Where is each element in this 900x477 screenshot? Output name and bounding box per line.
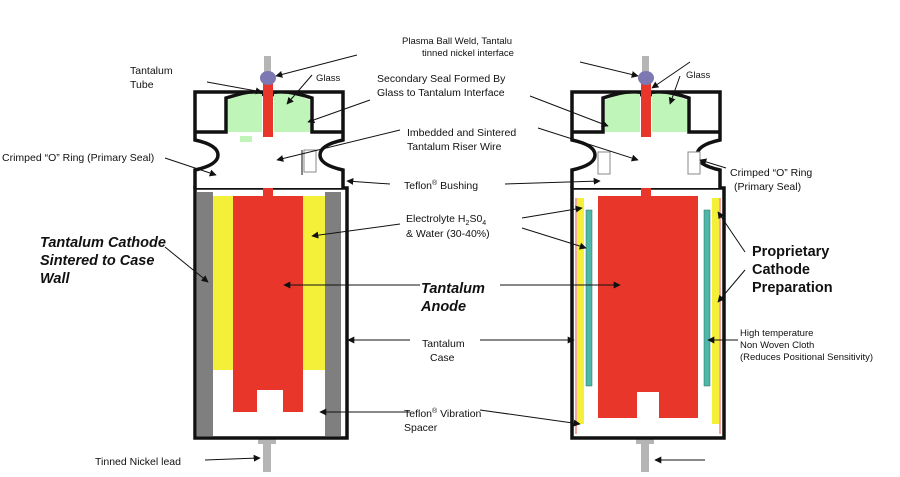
label-cloth-1: High temperature: [740, 328, 813, 339]
anode-right: [598, 196, 698, 418]
bushing-right-b: [687, 151, 701, 175]
lead-flange-left: [258, 437, 276, 444]
label-case-2: Case: [430, 352, 455, 364]
label-electrolyte-2: & Water (30-40%): [406, 228, 490, 240]
tantalum-tube-right: [641, 82, 651, 137]
label-anode-2: Anode: [420, 299, 466, 315]
weld-ball-right: [638, 71, 654, 85]
glass-right-b: [652, 93, 687, 132]
bushing-right-a: [597, 151, 611, 175]
cathode-layer-right-b: [712, 198, 720, 424]
nickel-lead-left: [263, 437, 271, 472]
bushing-left: [303, 149, 317, 173]
label-electrolyte-1: Electrolyte H2S04: [406, 213, 486, 227]
lead-flange-right: [636, 437, 654, 444]
label-crimped-right-2: (Primary Seal): [734, 181, 801, 193]
left-capacitor: [193, 56, 349, 472]
cathode-layer-right-a: [576, 198, 584, 424]
label-crimped-left: Crimped “O” Ring (Primary Seal): [2, 152, 154, 164]
case-wall-left-b: [325, 192, 341, 436]
label-proprietary-2: Cathode: [752, 262, 810, 278]
label-cloth-3: (Reduces Positional Sensitivity): [740, 352, 873, 363]
top-wire-right: [642, 56, 649, 86]
label-riser-wire-2: Tantalum Riser Wire: [407, 141, 502, 153]
right-capacitor: [570, 56, 726, 472]
top-wire-left: [264, 56, 271, 86]
label-plasma-weld-2: tinned nickel interface: [422, 48, 514, 59]
glass-left-b: [274, 93, 310, 132]
label-cathode-sintered-3: Wall: [40, 271, 71, 287]
label-plasma-weld-1: Plasma Ball Weld, Tantalu: [402, 36, 512, 47]
glass-right: [605, 93, 640, 132]
label-anode-1: Tantalum: [421, 281, 485, 297]
weld-ball-left: [260, 71, 276, 85]
labels: Plasma Ball Weld, Tantalu tinned nickel …: [2, 36, 873, 468]
anode-left: [233, 196, 303, 412]
cloth-right-a: [585, 209, 593, 387]
label-proprietary-3: Preparation: [752, 280, 833, 296]
label-cathode-sintered-1: Tantalum Cathode: [40, 235, 166, 251]
nickel-lead-right: [641, 437, 649, 472]
label-cathode-sintered-2: Sintered to Case: [40, 253, 154, 269]
cathode-pink-right-b: [719, 198, 721, 434]
label-riser-wire-1: Imbedded and Sintered: [407, 127, 516, 139]
label-tantalum-tube-1: Tantalum: [130, 65, 173, 77]
label-tantalum-tube-2: Tube: [130, 79, 154, 91]
label-nickel-lead: Tinned Nickel lead: [95, 456, 181, 468]
label-glass-left: Glass: [316, 73, 341, 84]
label-secondary-seal-2: Glass to Tantalum Interface: [377, 87, 505, 99]
label-spacer-1: Teflon® Vibration: [404, 407, 482, 420]
cloth-right-b: [703, 209, 711, 387]
label-cloth-2: Non Woven Cloth: [740, 340, 814, 351]
glass-plug-left: [240, 136, 252, 142]
label-secondary-seal-1: Secondary Seal Formed By: [377, 73, 506, 85]
case-wall-left-a: [197, 192, 213, 436]
tantalum-tube-left: [263, 82, 273, 137]
leader-arrows: [164, 54, 746, 464]
glass-left: [228, 93, 262, 132]
label-spacer-2: Spacer: [404, 422, 438, 434]
cathode-pink-right-a: [575, 198, 577, 434]
label-case-1: Tantalum: [422, 338, 465, 350]
label-proprietary-1: Proprietary: [752, 244, 829, 260]
label-teflon-bushing: Teflon® Bushing: [404, 179, 478, 192]
label-crimped-right-1: Crimped “O” Ring: [730, 167, 812, 179]
label-glass-right: Glass: [686, 70, 711, 81]
